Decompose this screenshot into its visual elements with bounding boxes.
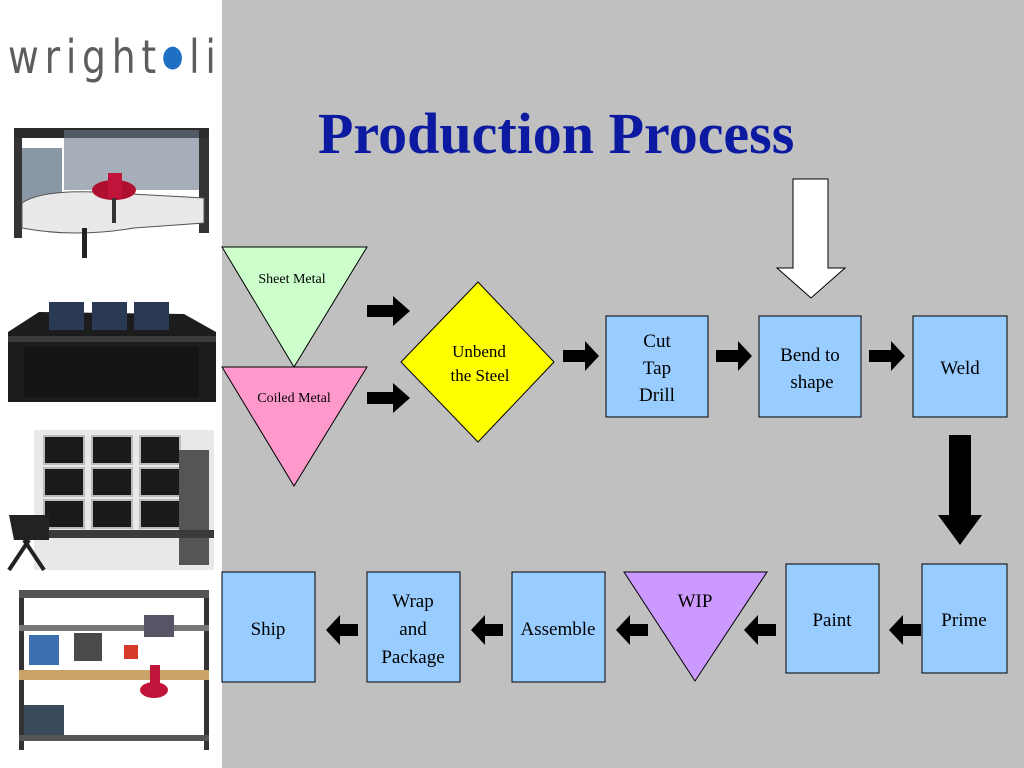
svg-text:Cut: Cut — [643, 331, 671, 352]
svg-text:Paint: Paint — [812, 610, 852, 631]
page-title: Production Process — [318, 101, 795, 166]
unbend-label-2: the Steel — [450, 366, 509, 385]
arrow-right-icon — [869, 341, 905, 371]
arrow-left-icon — [889, 615, 921, 645]
ship-node: Ship — [221, 571, 316, 683]
weld-node: Weld — [912, 315, 1008, 418]
wip-node: WIP — [623, 571, 768, 682]
input-arrow — [775, 178, 847, 299]
svg-text:Ship: Ship — [251, 619, 286, 640]
assemble-node: Assemble — [511, 571, 606, 683]
arrow-left-icon — [471, 615, 503, 645]
svg-text:Package: Package — [381, 647, 444, 668]
lab-bench-photo — [4, 585, 218, 755]
svg-text:Weld: Weld — [940, 358, 980, 379]
monitor-wall-photo — [4, 430, 218, 575]
sheet-metal-label: Sheet Metal — [258, 272, 325, 287]
arrow-right-icon — [563, 341, 599, 371]
coiled-metal-node: Coiled Metal — [221, 366, 368, 487]
svg-text:shape: shape — [790, 372, 833, 393]
arrow-right-icon — [367, 383, 410, 413]
cut-tap-drill-node: Cut Tap Drill — [605, 315, 709, 418]
svg-text:Prime: Prime — [941, 610, 986, 631]
prime-node: Prime — [921, 563, 1008, 674]
arrow-left-icon — [616, 615, 648, 645]
unbend-label-1: Unbend — [452, 342, 506, 361]
arrow-right-icon — [716, 341, 752, 371]
wright-line-logo: wright●line — [8, 30, 222, 84]
sidebar: wright●line — [0, 0, 222, 768]
arrow-left-icon — [326, 615, 358, 645]
arrow-right-icon — [367, 296, 410, 326]
wrap-and-package-node: Wrap and Package — [366, 571, 461, 683]
arrow-left-icon — [744, 615, 776, 645]
coiled-metal-label: Coiled Metal — [257, 391, 331, 406]
sheet-metal-node: Sheet Metal — [221, 246, 368, 368]
workstation-photo — [4, 118, 218, 258]
paint-node: Paint — [785, 563, 880, 674]
unbend-node: Unbend the Steel — [400, 281, 555, 443]
bend-to-shape-node: Bend to shape — [758, 315, 862, 418]
svg-text:Bend to: Bend to — [780, 345, 840, 366]
arrow-down-icon — [938, 435, 982, 545]
svg-text:Assemble: Assemble — [521, 619, 596, 640]
svg-text:Tap: Tap — [643, 358, 671, 379]
svg-text:Drill: Drill — [639, 385, 675, 406]
svg-text:Wrap: Wrap — [392, 591, 433, 612]
svg-text:and: and — [399, 619, 427, 640]
svg-text:WIP: WIP — [678, 591, 713, 612]
console-desk-photo — [4, 292, 218, 412]
